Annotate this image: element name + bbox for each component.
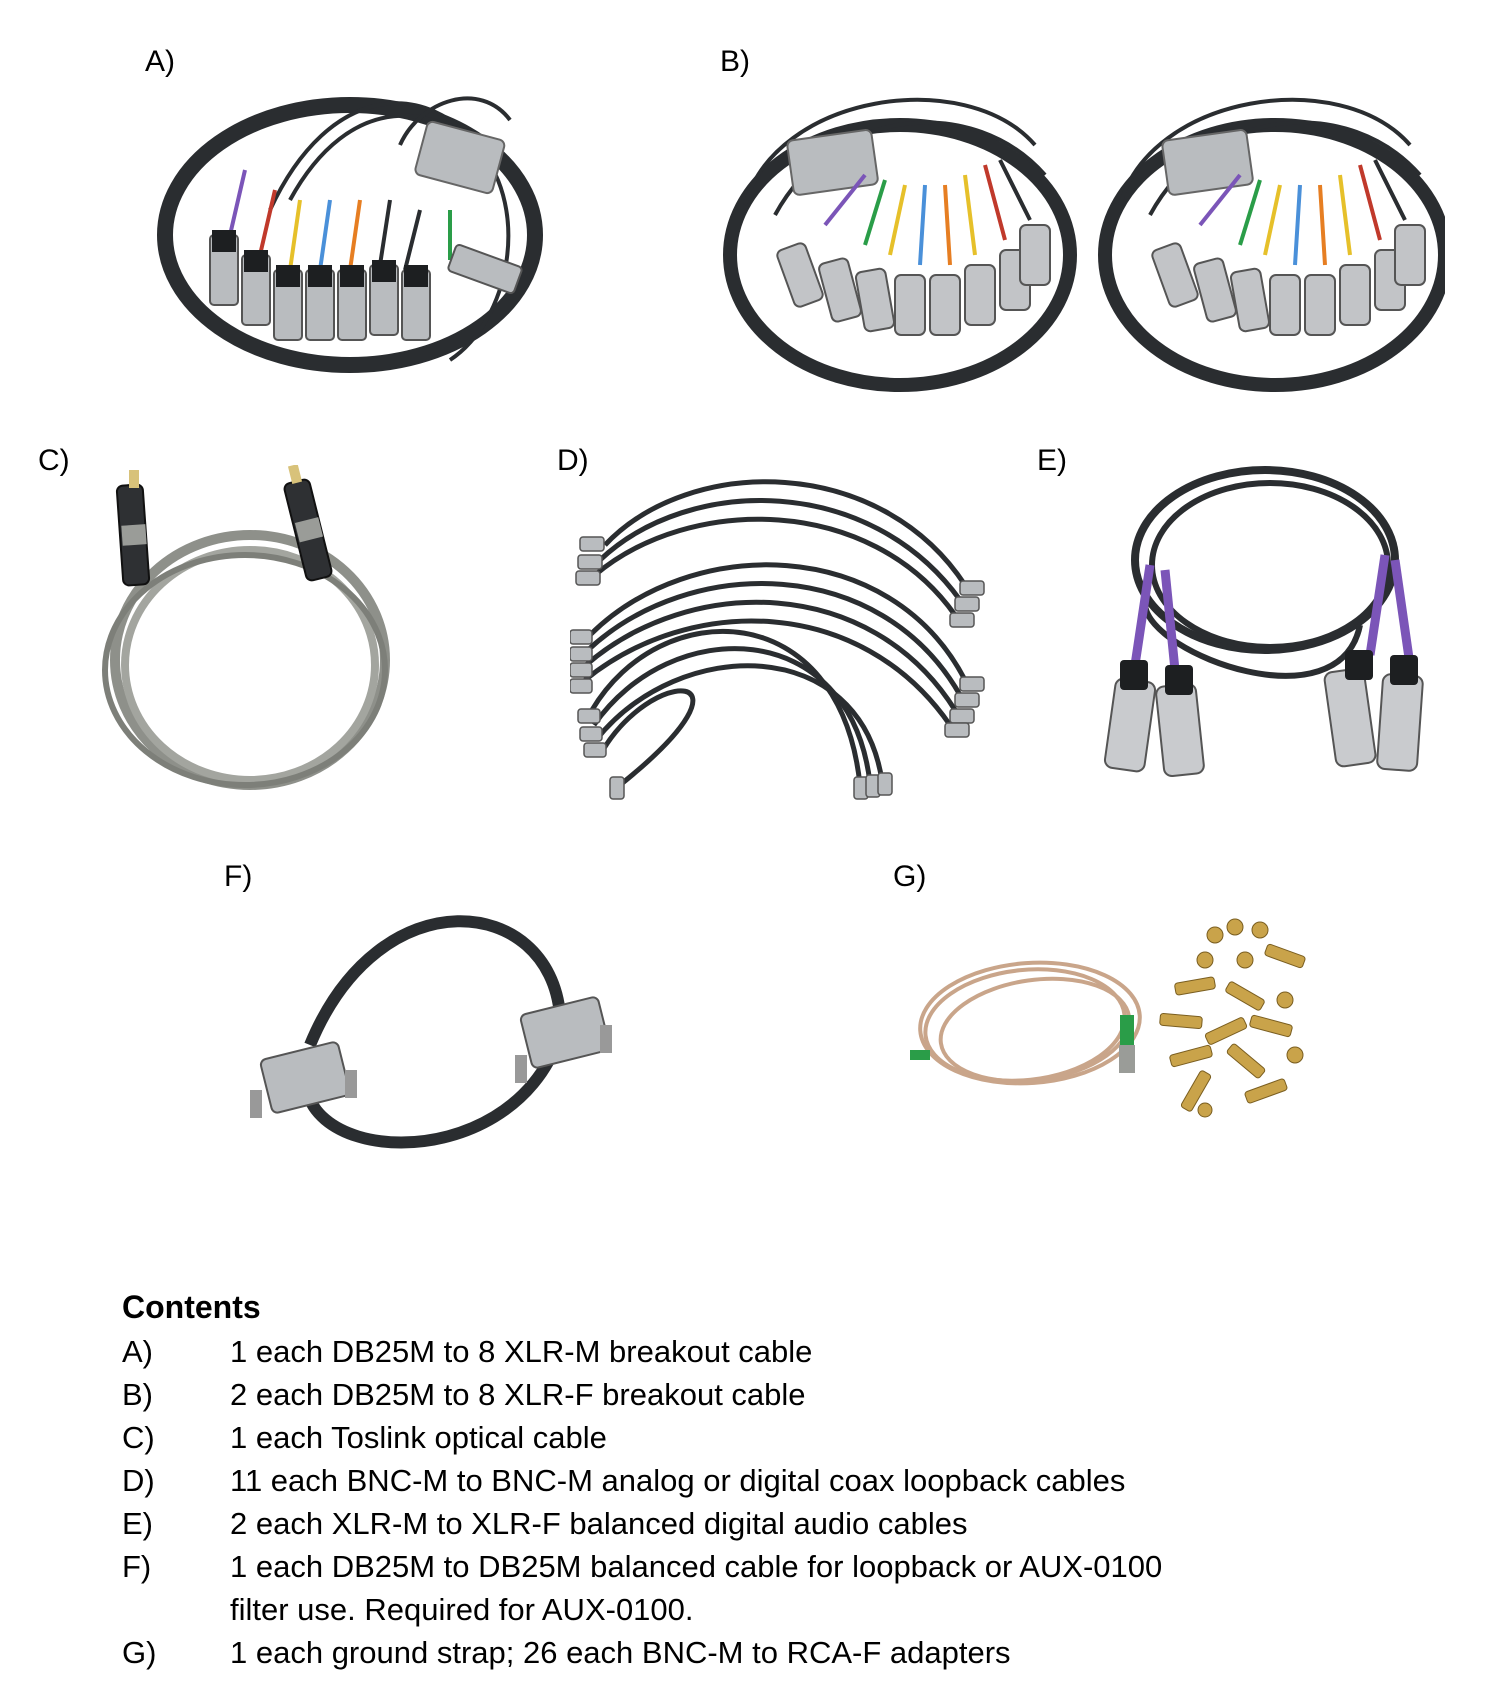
- contents-text: 1 each DB25M to 8 XLR-M breakout cable: [230, 1334, 813, 1370]
- contents-key: C): [122, 1420, 155, 1456]
- photo-db25-to-db25-cable: [230, 905, 650, 1155]
- photo-bnc-loopback-cables: [570, 465, 990, 805]
- contents-item-f: F) 1 each DB25M to DB25M balanced cable …: [122, 1545, 1422, 1631]
- contents-key: F): [122, 1549, 152, 1585]
- photo-db25-to-xlr-f-breakout: [715, 65, 1445, 395]
- contents-item-b: B) 2 each DB25M to 8 XLR-F breakout cabl…: [122, 1373, 1422, 1416]
- figure-label-d: D): [557, 444, 589, 477]
- figure-label-c: C): [38, 444, 70, 477]
- contents-key: D): [122, 1463, 155, 1499]
- photo-xlr-digital-audio-cables: [1090, 455, 1430, 815]
- photo-db25-to-xlr-m-breakout: [150, 60, 570, 380]
- contents-key: G): [122, 1635, 157, 1671]
- contents-item-g: G) 1 each ground strap; 26 each BNC-M to…: [122, 1631, 1422, 1674]
- contents-text: 1 each ground strap; 26 each BNC-M to RC…: [230, 1635, 1011, 1671]
- figure-label-b: B): [720, 45, 750, 78]
- contents-item-e: E) 2 each XLR-M to XLR-F balanced digita…: [122, 1502, 1422, 1545]
- figure-label-a: A): [145, 45, 175, 78]
- contents-section: Contents A) 1 each DB25M to 8 XLR-M brea…: [122, 1288, 1422, 1674]
- contents-key: B): [122, 1377, 153, 1413]
- contents-key: A): [122, 1334, 153, 1370]
- figure-label-g: G): [893, 860, 927, 893]
- contents-text: 1 each DB25M to DB25M balanced cable for…: [230, 1549, 1163, 1628]
- contents-text: 11 each BNC-M to BNC-M analog or digital…: [230, 1463, 1126, 1499]
- contents-item-a: A) 1 each DB25M to 8 XLR-M breakout cabl…: [122, 1330, 1422, 1373]
- contents-text: 2 each XLR-M to XLR-F balanced digital a…: [230, 1506, 968, 1542]
- figure-label-e: E): [1037, 444, 1067, 477]
- photo-ground-strap-and-adapters: [905, 905, 1325, 1135]
- contents-item-c: C) 1 each Toslink optical cable: [122, 1416, 1422, 1459]
- photo-toslink-optical-cable: [85, 465, 405, 800]
- figure-label-f: F): [224, 860, 253, 893]
- contents-item-d: D) 11 each BNC-M to BNC-M analog or digi…: [122, 1459, 1422, 1502]
- contents-key: E): [122, 1506, 153, 1542]
- contents-text: 1 each Toslink optical cable: [230, 1420, 607, 1456]
- contents-text: 2 each DB25M to 8 XLR-F breakout cable: [230, 1377, 806, 1413]
- contents-title: Contents: [122, 1289, 261, 1325]
